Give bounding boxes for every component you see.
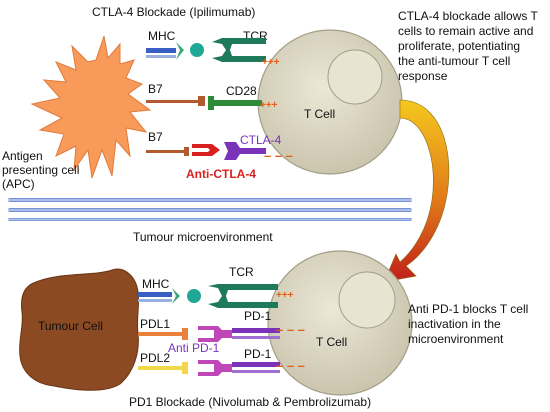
bottom-note-line-3: microenvironment [408,332,504,346]
top-ctla4-label: CTLA-4 [240,133,282,147]
membrane-band-1 [8,198,412,202]
top-minus: – – – [264,148,293,163]
middle-label: Tumour microenvironment [133,230,273,244]
top-note-line-2: cells to remain active and [398,24,533,38]
top-note: CTLA-4 blockade allows T cells to remain… [398,9,541,83]
tcell-top-label: T Cell [304,107,335,121]
top-mhc-tip [176,42,184,60]
top-b7-label: B7 [148,82,163,96]
membrane-band-2 [8,208,412,212]
top-tcr-receptor [212,38,266,62]
top-b7b-receptor [146,150,188,153]
top-note-line-3: proliferate, potentiating [398,39,520,53]
top-b7-receptor [146,100,204,103]
top-b7b-label: B7 [148,130,163,144]
top-antigen [190,43,204,57]
top-plus-2: +++ [260,100,278,111]
top-note-line-4: the anti-tumour T cell [398,54,510,68]
pdl1-tip [182,328,188,340]
pdl2-label: PDL2 [140,351,170,365]
apc-label-line-2: presenting cell [2,163,79,177]
bottom-mhc-receptor-band [138,299,172,302]
tumour-label: Tumour Cell [38,319,103,333]
top-b7-tip [198,96,205,106]
bottom-note: Anti PD-1 blocks T cell inactivation in … [408,302,532,346]
anti-ctla4-antibody [192,144,220,156]
tcell-top-nucleus [327,49,383,105]
apc-label-line-3: (APC) [2,177,35,191]
bottom-tcr-label: TCR [229,265,254,279]
bottom-mhc-receptor [138,292,172,297]
top-cd28-label: CD28 [226,84,257,98]
top-plus-1: +++ [262,57,280,68]
top-note-line-1: CTLA-4 blockade allows T [398,9,539,23]
bottom-plus: +++ [276,290,294,301]
top-mhc-receptor-band [146,55,176,58]
pdl2-receptor [138,366,184,370]
tcell-bottom-nucleus [338,271,396,329]
bottom-minus-1: – – – [276,322,305,337]
top-title: CTLA-4 Blockade (Ipilimumab) [92,5,255,19]
top-b7b-tip [184,147,189,156]
bottom-minus-2: – – – [276,358,305,373]
pdl1-label: PDL1 [140,317,170,331]
pd1-receptor-2-band [232,370,280,373]
bottom-tcr-receptor [208,284,278,308]
anti-pd1-antibody-2 [198,360,232,376]
apc-label: Antigen presenting cell (APC) [2,149,83,191]
top-note-line-5: response [398,69,448,83]
top-cd28-receptor [208,96,262,110]
tcell-bottom-label: T Cell [316,335,347,349]
bottom-title: PD1 Blockade (Nivolumab & Pembrolizumab) [129,395,371,409]
pdl2-tip [182,362,188,374]
pdl1-receptor [138,332,184,336]
apc-cell [30,35,152,179]
pd1-label-2: PD-1 [244,347,272,361]
pd1-receptor-1 [232,328,280,333]
bottom-note-line-1: Anti PD-1 blocks T cell [408,302,528,316]
curved-arrow [383,99,450,283]
anti-pd1-antibody-1 [198,326,232,342]
pd1-receptor-1-band [232,336,280,339]
top-ctla4-receptor [224,142,266,160]
bottom-mhc-tip [172,288,180,304]
bottom-antigen [187,289,201,303]
pd1-receptor-2 [232,362,280,367]
tumour-cell [19,268,140,391]
top-mhc-receptor [146,48,176,53]
anti-ctla4-label: Anti-CTLA-4 [186,167,256,181]
membrane-band-3 [8,218,412,221]
bottom-note-line-2: inactivation in the [408,317,501,331]
top-mhc-label: MHC [148,29,176,43]
pd1-label-1: PD-1 [244,309,272,323]
apc-label-line-1: Antigen [2,149,43,163]
anti-pd1-label: Anti PD-1 [168,341,220,355]
bottom-mhc-label: MHC [142,277,170,291]
